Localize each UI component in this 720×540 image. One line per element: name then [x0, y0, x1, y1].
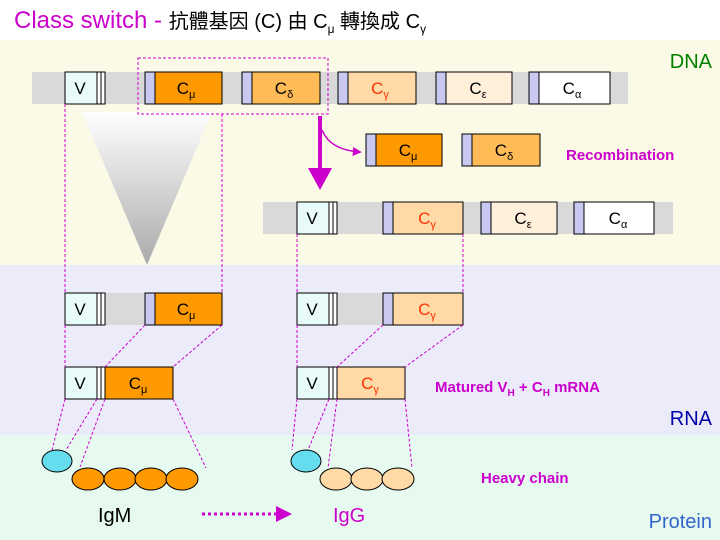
svg-text:Cμ: Cμ [177, 300, 196, 322]
recombined-dna-row: V Cγ Cε Cα [263, 201, 673, 235]
protein-label: Protein [649, 511, 712, 533]
constant-domain [319, 467, 353, 491]
matured-mrna-label: Matured VH + CH mRNA [435, 379, 600, 399]
variable-domain [41, 449, 73, 473]
connector-lines [51, 104, 464, 469]
c-mu-segment [154, 71, 223, 105]
germline-dna-row: V Cμ Cδ Cγ Cε Cα [32, 57, 628, 115]
igm-mature-mrna: V Cμ [64, 366, 174, 400]
dna-label: DNA [670, 51, 713, 73]
igg-primary-transcript: V Cγ [296, 292, 464, 326]
c-gamma-segment [347, 71, 417, 105]
constant-domain [71, 467, 105, 491]
svg-text:V: V [74, 300, 86, 319]
constant-domain [381, 467, 415, 491]
svg-text:Cγ: Cγ [361, 374, 379, 396]
svg-text:Cδ: Cδ [495, 141, 513, 163]
svg-text:Cγ: Cγ [418, 209, 436, 231]
variable-domain [290, 449, 322, 473]
c-alpha-segment [538, 71, 611, 105]
c-epsilon-segment [445, 71, 513, 105]
svg-text:V: V [306, 209, 318, 228]
rna-zone [0, 265, 720, 435]
svg-text:Cγ: Cγ [371, 79, 389, 101]
excised-fragment: Cμ Cδ [365, 133, 541, 167]
constant-domain [103, 467, 137, 491]
recombination-label: Recombination [566, 147, 674, 164]
igm-heavy-chain [41, 449, 199, 491]
igg-heavy-chain [290, 449, 415, 491]
svg-text:Cα: Cα [609, 209, 628, 231]
heavy-chain-label: Heavy chain [481, 470, 569, 487]
svg-text:Cμ: Cμ [129, 374, 148, 396]
rna-label: RNA [670, 408, 713, 430]
class-switch-arrow-head [276, 506, 292, 522]
svg-text:V: V [306, 300, 318, 319]
deleted-region-box [137, 57, 329, 115]
svg-text:V: V [74, 374, 86, 393]
svg-text:Cμ: Cμ [399, 141, 418, 163]
igg-mature-mrna: V Cγ [296, 366, 406, 400]
svg-text:V: V [306, 374, 318, 393]
igg-label: IgG [333, 505, 365, 527]
igm-label: IgM [98, 505, 131, 527]
constant-domain [165, 467, 199, 491]
svg-text:V: V [74, 79, 86, 98]
igm-primary-transcript: V Cμ [64, 292, 223, 326]
svg-text:Cμ: Cμ [177, 79, 196, 101]
svg-text:Cγ: Cγ [418, 300, 436, 322]
funnel-shape [82, 112, 212, 265]
svg-text:Cα: Cα [563, 79, 582, 101]
constant-domain [350, 467, 384, 491]
excision-arrow [321, 129, 362, 157]
c-delta-segment [251, 71, 321, 105]
slide-title: Class switch - 抗體基因 (C) 由 Cμ 轉換成 Cγ [14, 7, 426, 36]
svg-text:Cδ: Cδ [275, 79, 293, 101]
svg-text:Cε: Cε [514, 209, 531, 231]
constant-domain [134, 467, 168, 491]
svg-text:Cε: Cε [469, 79, 486, 101]
switch-arrow-head [308, 168, 332, 190]
